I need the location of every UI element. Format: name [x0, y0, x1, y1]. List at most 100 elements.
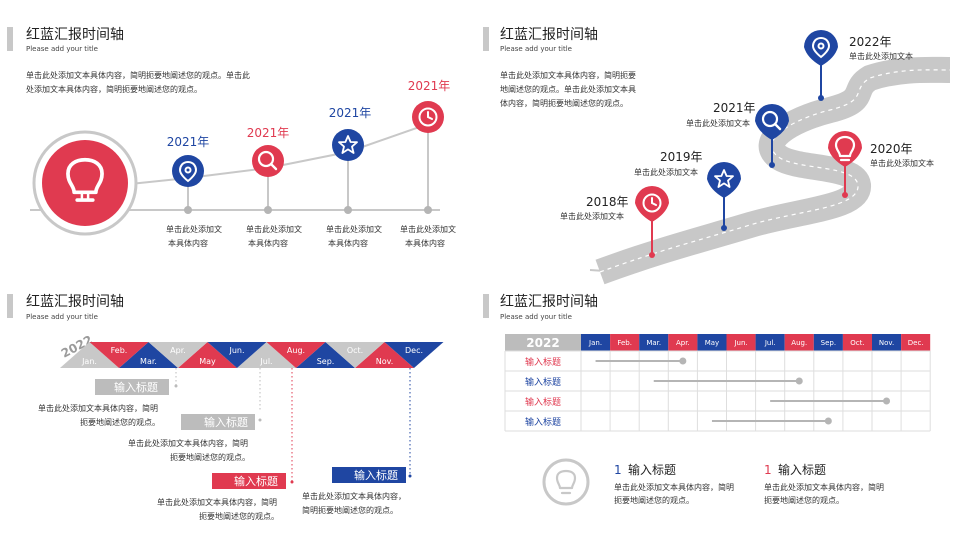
title-box-2: 输入标题 单击此处添加文本具体内容，简明 扼要地阐述您的观点。	[128, 414, 255, 462]
box-text-line-2: 扼要地阐述您的观点。	[80, 417, 160, 427]
month-header-label: Jun.	[733, 339, 747, 347]
page-subtitle: Please add your title	[26, 313, 98, 321]
pin-year: 2020年	[870, 142, 913, 156]
month-triangle-lower	[60, 342, 119, 368]
month-triangle-lower	[296, 342, 355, 368]
month-header-label: Oct.	[850, 339, 864, 347]
month-label: Apr.	[170, 346, 186, 355]
gantt-bar-end	[795, 377, 803, 385]
pin-dot	[769, 162, 775, 168]
page-title: 红蓝汇报时间轴	[26, 27, 124, 43]
legend-title: 输入标题	[628, 462, 676, 477]
month-label: Oct.	[347, 346, 363, 355]
pin-text: 单击此处添加文本	[849, 51, 913, 61]
milestone-text-line-2: 本具体内容	[328, 238, 368, 248]
pin-year: 2021年	[713, 101, 756, 115]
title-accent-bar	[7, 27, 13, 51]
year-header-cell	[505, 334, 581, 351]
intro-line-2: 地阐述您的观点。单击此处添加文本具	[500, 84, 636, 94]
year-label: 2022	[526, 336, 559, 350]
pin-dot	[842, 192, 848, 198]
month-header-cell	[813, 334, 843, 351]
row-label: 输入标题	[525, 356, 561, 368]
panel-top-left: 红蓝汇报时间轴 Please add your title 单击此处添加文本具体…	[7, 27, 456, 248]
month-header-cell	[784, 334, 814, 351]
connector-dot	[290, 480, 294, 484]
title-accent-bar	[7, 294, 13, 318]
month-triangle-upper	[384, 342, 444, 368]
month-triangle-lower	[119, 342, 178, 368]
road-pin-2022: 2022年 单击此处添加文本	[804, 30, 913, 101]
title-box-label: 输入标题	[354, 468, 398, 482]
month-triangle-upper	[266, 342, 326, 368]
month-header-cell	[726, 334, 756, 351]
month-label: Mar.	[140, 357, 157, 366]
milestone-year: 2021年	[329, 106, 372, 120]
title-box-label: 输入标题	[234, 474, 278, 488]
legend-text-line-2: 扼要地阐述您的观点。	[614, 495, 694, 505]
month-header-cell	[901, 334, 931, 351]
month-header-cell	[610, 334, 640, 351]
page-title: 红蓝汇报时间轴	[500, 27, 598, 43]
box-text-line-2: 扼要地阐述您的观点。	[170, 452, 250, 462]
month-header-label: Jan.	[588, 339, 602, 347]
milestone-text-line-2: 本具体内容	[248, 238, 288, 248]
box-text-line-1: 单击此处添加文本具体内容，	[302, 491, 406, 501]
page-subtitle: Please add your title	[500, 45, 572, 53]
month-header-label: Sep.	[821, 339, 836, 347]
month-header-cell	[872, 334, 902, 351]
month-triangle-lower	[237, 342, 296, 368]
legend-item-1: 1 输入标题 单击此处添加文本具体内容，简明 扼要地阐述您的观点。	[614, 462, 734, 505]
month-triangle-upper	[207, 342, 267, 368]
month-label: Aug.	[287, 346, 305, 355]
lightbulb-icon	[555, 469, 577, 495]
month-header-label: Mar.	[646, 339, 661, 347]
road-edge	[589, 269, 621, 273]
month-header-label: Nov.	[879, 339, 894, 347]
milestone-4: 2021年 单击此处添加文 本具体内容	[400, 79, 456, 248]
legend-text-line-1: 单击此处添加文本具体内容，简明	[614, 482, 734, 492]
title-accent-bar	[483, 27, 489, 51]
row-label: 输入标题	[525, 416, 561, 428]
milestone-text-line-2: 本具体内容	[405, 238, 445, 248]
milestone-text-line-1: 单击此处添加文	[326, 224, 382, 234]
legend-item-2: 1 输入标题 单击此处添加文本具体内容，简明 扼要地阐述您的观点。	[764, 462, 884, 505]
title-box-bg	[95, 379, 169, 395]
title-accent-bar	[483, 294, 489, 318]
milestone-year: 2021年	[408, 79, 451, 93]
milestone-2: 2021年 单击此处添加文 本具体内容	[246, 126, 302, 248]
intro-line-1: 单击此处添加文本具体内容，简明扼要	[500, 70, 636, 80]
title-box-label: 输入标题	[204, 415, 248, 429]
legend-text-line-1: 单击此处添加文本具体内容，简明	[764, 482, 884, 492]
month-header-cell	[697, 334, 727, 351]
title-box-bg	[181, 414, 255, 430]
pin-year: 2022年	[849, 35, 892, 49]
month-header-label: Jul.	[764, 339, 776, 347]
axis-dot	[264, 206, 272, 214]
box-text-line-1: 单击此处添加文本具体内容，简明	[128, 438, 248, 448]
title-box-3: 输入标题 单击此处添加文本具体内容，简明 扼要地阐述您的观点。	[157, 473, 286, 521]
month-label: Dec.	[405, 346, 423, 355]
month-header-label: Aug.	[791, 339, 807, 347]
connector-dot	[408, 474, 412, 478]
month-header-label: Dec.	[908, 339, 924, 347]
milestone-year: 2021年	[247, 126, 290, 140]
pin-year: 2018年	[586, 195, 629, 209]
month-triangle-upper	[89, 342, 149, 368]
row-label: 输入标题	[525, 376, 561, 388]
road-pin-2018: 2018年 单击此处添加文本	[560, 186, 669, 258]
page-subtitle: Please add your title	[26, 45, 98, 53]
pin-dot	[818, 95, 824, 101]
milestone-year: 2021年	[167, 135, 210, 149]
page-subtitle: Please add your title	[500, 313, 572, 321]
milestone-text-line-1: 单击此处添加文	[400, 224, 456, 234]
month-label: Feb.	[111, 346, 128, 355]
month-triangle-lower	[355, 342, 414, 368]
intro-line-1: 单击此处添加文本具体内容，简明扼要地阐述您的观点。单击此	[26, 70, 250, 80]
legend-number: 1	[614, 463, 622, 477]
milestone-circle	[252, 145, 284, 177]
milestone-text-line-2: 本具体内容	[168, 238, 208, 248]
